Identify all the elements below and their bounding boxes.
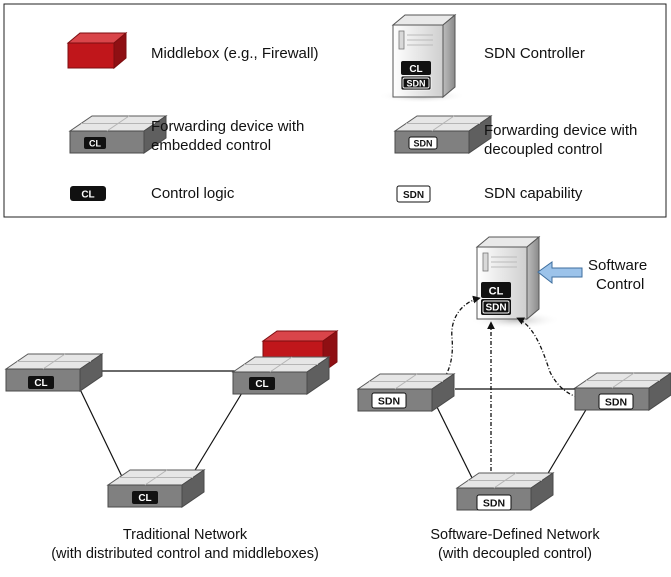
sdn-controller-icon: CL SDN bbox=[392, 14, 456, 98]
sdn-switch-right: SDN bbox=[574, 372, 671, 411]
traditional-switch-left: CL bbox=[5, 353, 103, 392]
svg-text:CL: CL bbox=[138, 493, 151, 504]
legend-sdn-capability-label: SDN capability bbox=[484, 185, 583, 202]
legend-control-logic-label: Control logic bbox=[151, 185, 235, 202]
sdn-switch-bottom: SDN bbox=[456, 472, 554, 511]
traditional-links bbox=[76, 370, 249, 486]
svg-text:CL: CL bbox=[489, 286, 504, 298]
svg-text:SDN: SDN bbox=[403, 190, 424, 201]
legend-fwd-embedded-line1: Forwarding device with bbox=[151, 118, 305, 135]
forwarding-device-embedded-icon: CL bbox=[69, 115, 167, 154]
software-control-arrow-icon bbox=[537, 261, 583, 285]
legend-sdn-controller-label: SDN Controller bbox=[484, 45, 585, 62]
software-control-line1: Software bbox=[588, 257, 648, 274]
legend-fwd-decoupled-line2: decoupled control bbox=[484, 141, 603, 158]
legend-fwd-embedded-line2: embedded control bbox=[151, 137, 272, 154]
legend-fwd-decoupled-line1: Forwarding device with bbox=[484, 122, 638, 139]
svg-text:SDN: SDN bbox=[483, 498, 505, 510]
control-logic-badge: CL bbox=[70, 186, 106, 201]
traditional-switch-right: CL bbox=[232, 356, 330, 395]
software-control-line2: Control bbox=[596, 276, 645, 293]
controller-cl-badge: CL bbox=[409, 64, 422, 75]
traditional-caption-line2: (with distributed control and middleboxe… bbox=[51, 546, 319, 562]
sdn-caption-line2: (with decoupled control) bbox=[438, 546, 592, 562]
svg-text:SDN: SDN bbox=[485, 303, 506, 314]
traditional-caption-line1: Traditional Network bbox=[122, 527, 248, 543]
svg-text:CL: CL bbox=[255, 379, 268, 390]
sdn-controller-server: CL SDN bbox=[476, 236, 540, 320]
svg-text:SDN: SDN bbox=[378, 396, 400, 408]
legend-middlebox-label: Middlebox (e.g., Firewall) bbox=[151, 45, 319, 62]
middlebox-icon bbox=[66, 31, 128, 70]
svg-text:CL: CL bbox=[81, 190, 94, 201]
controller-sdn-badge: SDN bbox=[406, 79, 425, 89]
svg-text:CL: CL bbox=[34, 378, 47, 389]
svg-text:SDN: SDN bbox=[413, 139, 432, 149]
sdn-capability-badge: SDN bbox=[396, 185, 431, 203]
sdn-caption-line1: Software-Defined Network bbox=[430, 527, 600, 543]
traditional-switch-bottom: CL bbox=[107, 469, 205, 508]
svg-text:CL: CL bbox=[89, 139, 101, 149]
forwarding-device-decoupled-icon: SDN bbox=[394, 115, 492, 154]
sdn-switch-left: SDN bbox=[357, 373, 455, 412]
svg-text:SDN: SDN bbox=[605, 397, 627, 409]
control-channel-right bbox=[516, 317, 597, 404]
